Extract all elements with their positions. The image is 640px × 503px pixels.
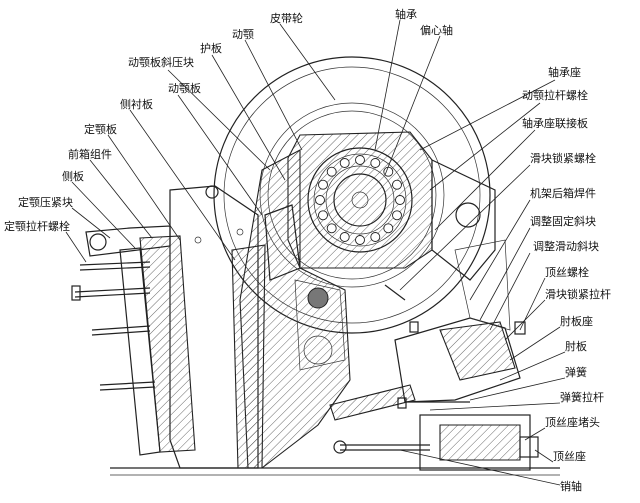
moving-jaw-plate <box>231 244 266 469</box>
label-side-liner: 侧衬板 <box>120 97 153 111</box>
label-jack-seat: 顶丝座 <box>553 449 586 463</box>
label-fixed-adjust-wedge: 调整固定斜块 <box>530 214 596 228</box>
rear-frame <box>431 159 511 331</box>
bearing-roller <box>395 195 405 205</box>
bearing-roller <box>339 232 350 242</box>
bearing-roller <box>383 223 394 234</box>
bearing-roller <box>355 235 365 245</box>
label-pulley: 皮带轮 <box>270 11 303 25</box>
label-rear-frame-weldment: 机架后箱焊件 <box>530 186 596 200</box>
bearing-roller <box>370 158 381 168</box>
bearing-roller <box>318 210 328 221</box>
label-spring-rod: 弹簧拉杆 <box>560 390 604 404</box>
label-pin-shaft: 销轴 <box>560 479 582 493</box>
bearing-roller <box>392 179 402 190</box>
leader-lines <box>65 19 566 486</box>
label-side-plate: 侧板 <box>62 169 84 183</box>
bearing-rollers <box>315 155 405 245</box>
label-sliding-adjust-wedge: 调整滑动斜块 <box>533 239 599 253</box>
label-bearing-seat: 轴承座 <box>548 65 581 79</box>
bearing-roller <box>355 155 365 165</box>
bearing-housing <box>287 131 433 269</box>
bearing-roller <box>392 210 402 221</box>
label-spring: 弹簧 <box>565 365 587 379</box>
bearing-roller <box>370 232 381 242</box>
label-eccentric-shaft: 偏心轴 <box>420 23 453 37</box>
label-moving-jaw-plate: 动颚板 <box>168 81 201 95</box>
label-bearing-seat-link-plate: 轴承座联接板 <box>522 116 588 130</box>
label-bearing: 轴承 <box>395 7 417 21</box>
label-guard-plate: 护板 <box>200 41 222 55</box>
label-slider-lock-bolt: 滑块锁紧螺栓 <box>530 151 596 165</box>
label-fixed-jaw-clamp: 定颚压紧块 <box>18 195 73 209</box>
label-jack-bolt: 顶丝螺栓 <box>545 265 589 279</box>
bearing-roller <box>318 179 328 190</box>
toggle-assembly <box>329 284 539 471</box>
fixed-jaw <box>119 235 196 456</box>
label-moving-jaw-plate-wedge: 动颚板斜压块 <box>128 55 194 69</box>
bearing-roller <box>326 166 337 177</box>
label-toggle-plate: 肘板 <box>565 339 587 353</box>
label-toggle-seat: 肘板座 <box>560 314 593 328</box>
label-front-box-assembly: 前箱组件 <box>68 147 112 161</box>
label-fixed-jaw-plate: 定颚板 <box>84 122 117 136</box>
bearing-roller <box>315 195 325 205</box>
labels: 皮带轮 动颚 轴承 偏心轴 动颚板斜压块 护板 动颚板 侧衬板 定颚板 前箱组件… <box>4 7 611 493</box>
label-jack-seat-plug: 顶丝座堵头 <box>545 415 600 429</box>
label-slider-lock-rod: 滑块锁紧拉杆 <box>545 287 611 301</box>
bearing-roller <box>339 158 350 168</box>
label-moving-jaw-tie-bolt: 动颚拉杆螺栓 <box>522 88 588 102</box>
bearing-roller <box>326 223 337 234</box>
fixed-jaw-tie-bolts <box>71 261 156 391</box>
label-moving-jaw: 动颚 <box>232 28 254 41</box>
pulley <box>213 56 491 334</box>
label-fixed-jaw-tie-bolt: 定颚拉杆螺栓 <box>4 219 70 233</box>
